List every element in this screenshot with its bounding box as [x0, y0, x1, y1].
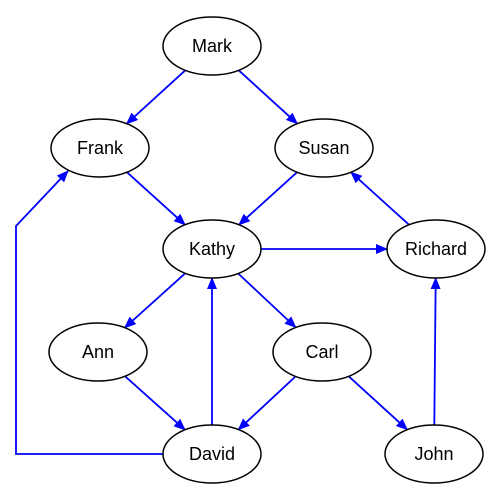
- edge-kathy-to-carl: [237, 272, 297, 329]
- edge-kathy-to-ann: [124, 272, 186, 329]
- node-label: Richard: [405, 239, 467, 259]
- node-ellipse: [272, 322, 372, 382]
- edge-mark-to-frank: [125, 69, 186, 125]
- edge-john-to-richard: [430, 277, 441, 426]
- node-carl: Carl: [272, 322, 372, 382]
- node-label: Ann: [82, 342, 114, 362]
- node-ellipse: [162, 424, 262, 484]
- node-kathy: Kathy: [162, 219, 262, 279]
- node-label: Mark: [192, 36, 233, 56]
- node-richard: Richard: [386, 219, 486, 279]
- edge-carl-to-john: [348, 375, 409, 431]
- node-ellipse: [386, 219, 486, 279]
- edge-david-to-frank: [15, 170, 163, 455]
- node-ellipse: [274, 118, 374, 178]
- node-ann: Ann: [48, 322, 148, 382]
- node-label: Kathy: [189, 239, 235, 259]
- node-david: David: [162, 424, 262, 484]
- node-label: Frank: [77, 138, 124, 158]
- edge-susan-to-kathy: [238, 171, 298, 226]
- node-ellipse: [50, 118, 150, 178]
- node-frank: Frank: [50, 118, 150, 178]
- node-label: John: [414, 444, 453, 464]
- node-ellipse: [162, 219, 262, 279]
- edge-carl-to-david: [237, 375, 297, 431]
- node-ellipse: [384, 424, 484, 484]
- edge-mark-to-susan: [238, 69, 299, 125]
- node-susan: Susan: [274, 118, 374, 178]
- node-label: Carl: [305, 342, 338, 362]
- edge-frank-to-kathy: [126, 171, 186, 226]
- node-label: David: [189, 444, 235, 464]
- node-ellipse: [48, 322, 148, 382]
- node-label: Susan: [298, 138, 349, 158]
- node-john: John: [384, 424, 484, 484]
- node-mark: Mark: [162, 16, 262, 76]
- edge-ann-to-david: [124, 375, 186, 431]
- edges-layer: [15, 69, 441, 455]
- edge-richard-to-susan: [350, 171, 410, 226]
- node-ellipse: [162, 16, 262, 76]
